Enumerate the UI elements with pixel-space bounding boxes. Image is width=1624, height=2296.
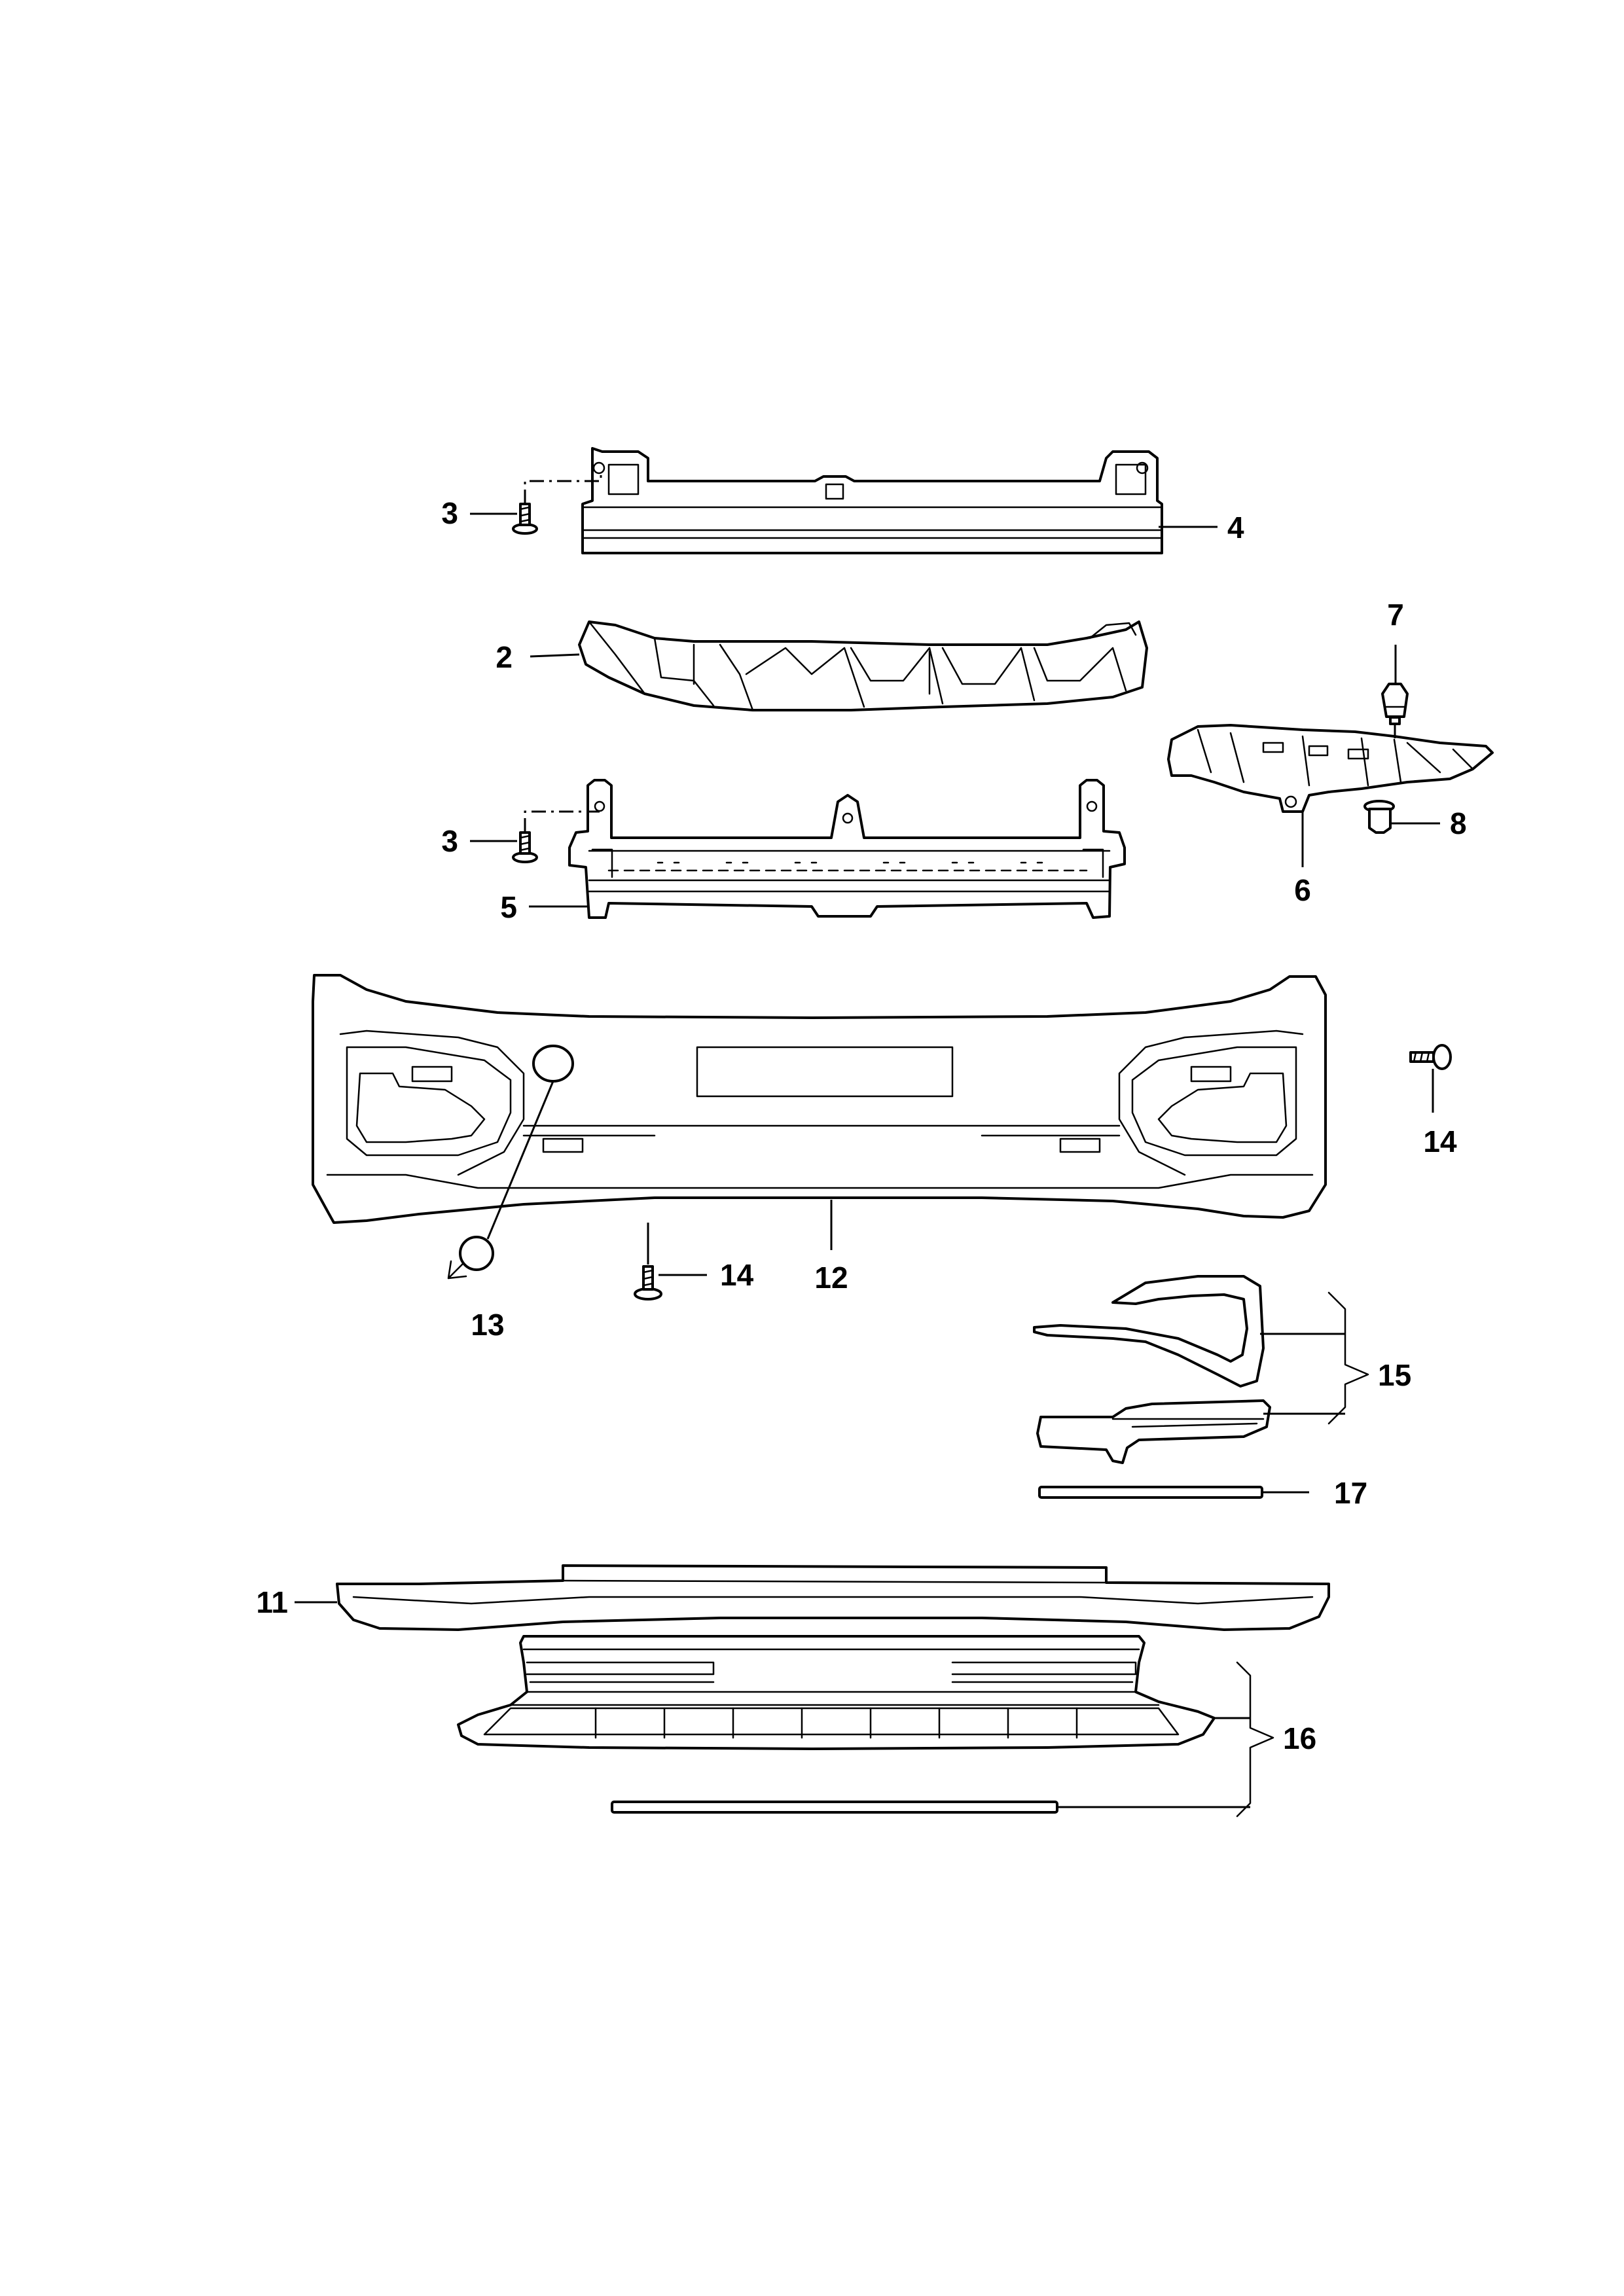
callout-14-right: 14 bbox=[1423, 1124, 1457, 1158]
part-16-lower-grille bbox=[457, 1635, 1216, 1750]
callout-17: 17 bbox=[1334, 1476, 1367, 1510]
callout-16: 16 bbox=[1283, 1721, 1316, 1755]
part-4-reinforcement-bar bbox=[581, 447, 1163, 554]
callout-7: 7 bbox=[1387, 598, 1404, 632]
part-13-tow-cap bbox=[447, 1236, 494, 1280]
callout-3-upper: 3 bbox=[441, 496, 458, 530]
callout-2: 2 bbox=[496, 640, 513, 674]
part-3-screw-lower bbox=[512, 831, 538, 863]
part-16-strip bbox=[611, 1801, 1058, 1814]
part-2-energy-absorber bbox=[578, 620, 1148, 711]
part-8-nut bbox=[1363, 800, 1395, 834]
part-15-trim-upper bbox=[1033, 1275, 1265, 1388]
callout-8: 8 bbox=[1450, 806, 1467, 840]
part-17-strip bbox=[1038, 1486, 1263, 1499]
callout-6: 6 bbox=[1294, 873, 1311, 907]
part-6-side-bracket bbox=[1167, 724, 1494, 813]
callout-5: 5 bbox=[500, 890, 517, 924]
callout-labels: 2 3 3 4 5 6 7 8 11 12 13 14 14 15 16 17 bbox=[256, 496, 1466, 1755]
callout-12: 12 bbox=[814, 1261, 848, 1295]
part-5-lower-carrier bbox=[568, 779, 1126, 919]
callout-4: 4 bbox=[1227, 511, 1244, 545]
callout-15: 15 bbox=[1378, 1358, 1411, 1392]
leader-lines bbox=[295, 473, 1440, 1818]
callout-11: 11 bbox=[256, 1585, 288, 1619]
part-15-trim-lower bbox=[1036, 1399, 1271, 1464]
part-11-spoiler-lip bbox=[336, 1564, 1330, 1631]
part-7-clip bbox=[1381, 683, 1409, 725]
part-3-screw-upper bbox=[512, 503, 538, 535]
part-12-bumper-cover bbox=[312, 974, 1327, 1224]
part-14-screw-lower bbox=[634, 1265, 662, 1300]
callout-13: 13 bbox=[471, 1308, 504, 1342]
callout-14-lower: 14 bbox=[720, 1258, 754, 1292]
part-14-screw-right bbox=[1409, 1044, 1452, 1070]
callout-3-lower: 3 bbox=[441, 824, 458, 858]
